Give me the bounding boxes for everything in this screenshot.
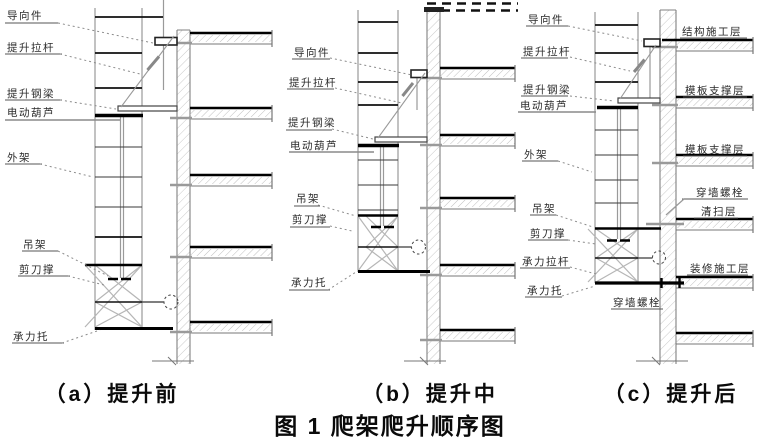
- slab-top-lines: [190, 31, 272, 324]
- scaffold-b-rungs: [358, 21, 398, 106]
- label-c-floor-formwork-upper: 模板支撑层: [685, 84, 745, 97]
- label-c-outer-frame: 外架: [524, 149, 548, 161]
- diagram-b: 导向件 提升拉杆 提升钢梁 电动葫芦 吊架 剪刀撑 承力托: [286, 2, 518, 366]
- label-a-lift-beam: 提升钢梁: [7, 87, 55, 100]
- casting-level-dashes-b: [427, 2, 518, 12]
- slab-bottom-lines: [676, 50, 753, 345]
- lift-beam-c: [617, 97, 661, 104]
- label-b-scissor-brace: 剪刀撑: [292, 213, 328, 226]
- label-underlines-b: [286, 58, 334, 291]
- wall-bolt-leader-c: [665, 198, 685, 216]
- slab-bottom-lines: [440, 78, 515, 342]
- guide-piece-c: [643, 38, 661, 48]
- label-b-lift-beam: 提升钢梁: [288, 116, 336, 129]
- lift-rod-c: [619, 44, 657, 100]
- label-a-lift-rod: 提升拉杆: [7, 41, 55, 54]
- label-c-bearing-rod: 承力拉杆: [522, 255, 570, 268]
- lift-rod-c-body: [632, 58, 646, 73]
- scissor-brace-c: [587, 228, 639, 283]
- label-a-hoist: 电动葫芦: [7, 106, 55, 119]
- wall-top-piece-b: [424, 7, 444, 12]
- label-c-lift-rod: 提升拉杆: [523, 45, 571, 58]
- slab-bottom-lines: [190, 43, 272, 334]
- through-wall-bolts-c: [660, 278, 681, 288]
- caption-b: （b）提升中: [362, 382, 498, 406]
- label-a-bearing-bracket: 承力托: [13, 330, 49, 343]
- label-a-guide: 导向件: [7, 9, 43, 22]
- slabs-b: [420, 65, 516, 344]
- diagram-a: 导向件 提升拉杆 提升钢梁 电动葫芦 外架 吊架 剪刀撑 承力托: [5, 0, 273, 366]
- guide-piece-a: [154, 36, 178, 46]
- label-c-lift-beam: 提升钢梁: [523, 83, 571, 96]
- label-c-bearing-bracket: 承力托: [527, 284, 563, 297]
- scaffold-a-rungs-thin: [95, 146, 142, 208]
- label-a-scissor-brace: 剪刀撑: [19, 263, 55, 276]
- wall-a-break: [152, 356, 194, 366]
- label-underlines-a: [5, 22, 70, 344]
- wall-bolt-marks: [420, 76, 442, 342]
- wall-c: [660, 10, 676, 364]
- scissor-brace-a: [84, 264, 143, 328]
- label-b-bearing-bracket: 承力托: [291, 276, 327, 289]
- scaffold-c-rungs-thin: [595, 129, 638, 204]
- label-c-scissor-brace: 剪刀撑: [530, 227, 566, 240]
- wall-bolt-marks: [170, 41, 192, 334]
- leader-lines-c: [555, 25, 643, 297]
- wall-b-break: [404, 356, 446, 366]
- label-a-hanger: 吊架: [23, 239, 47, 251]
- caption-c: （c）提升后: [604, 382, 739, 406]
- wall-bolt-marks: [646, 45, 684, 226]
- scissor-brace-b: [357, 215, 399, 272]
- label-c-guide: 导向件: [528, 13, 564, 26]
- lift-beam-a: [117, 105, 178, 112]
- figure-title: 图 1 爬架爬升顺序图: [274, 413, 506, 439]
- lift-rod-b-body: [401, 82, 415, 97]
- lift-rod-a-body: [146, 55, 161, 71]
- label-b-guide: 导向件: [294, 46, 330, 59]
- label-c-floor-cleaning: 清扫层: [701, 205, 737, 218]
- diagram-c: 导向件 提升拉杆 提升钢梁 电动葫芦 外架 吊架 剪刀撑 承力拉杆 承力托 穿墙…: [518, 9, 754, 366]
- scaffold-c-rungs: [595, 24, 638, 83]
- lift-rod-a: [120, 35, 175, 108]
- detail-circle-c: [652, 250, 666, 265]
- label-underlines-c: [520, 25, 663, 310]
- slab-top-lines: [440, 66, 515, 332]
- label-b-hoist: 电动葫芦: [290, 139, 338, 152]
- label-c-floor-formwork-lower: 模板支撑层: [685, 143, 745, 156]
- label-b-lift-rod: 提升拉杆: [289, 76, 337, 89]
- wall-c-border: [659, 9, 677, 364]
- scaffold-c-verticals: [594, 12, 651, 283]
- detail-circle-a: [163, 294, 179, 310]
- leader-lines-b: [317, 57, 413, 291]
- slabs-c: [646, 37, 754, 347]
- leader-lines-a: [39, 22, 154, 344]
- lift-beam-b: [374, 136, 428, 143]
- scaffold-b-rungs-thin: [358, 159, 398, 211]
- label-c-hanger: 吊架: [532, 203, 556, 215]
- lift-rod-b: [377, 72, 426, 139]
- wall-a: [177, 30, 190, 364]
- label-c-floor-decoration: 装修施工层: [690, 262, 750, 275]
- label-a-outer-frame: 外架: [7, 152, 31, 164]
- scaffold-a-verticals: [94, 0, 165, 330]
- detail-circle-b: [411, 239, 426, 255]
- label-c-wall-bolt: 穿墙螺栓: [613, 296, 661, 309]
- label-b-hanger: 吊架: [296, 193, 320, 205]
- wall-a-border: [176, 29, 191, 364]
- floor-label-underlines-c: [680, 37, 748, 276]
- caption-a: （a）提升前: [45, 382, 180, 406]
- label-c-floor-structure: 结构施工层: [682, 25, 742, 38]
- slabs-a: [170, 30, 273, 336]
- scaffold-a-rungs: [95, 16, 163, 238]
- label-c-floor-wall-bolt: 穿墙螺栓: [696, 186, 744, 199]
- guide-piece-b: [410, 69, 428, 79]
- label-c-hoist: 电动葫芦: [520, 99, 568, 112]
- wall-b: [427, 10, 440, 364]
- wall-c-break: [636, 356, 688, 366]
